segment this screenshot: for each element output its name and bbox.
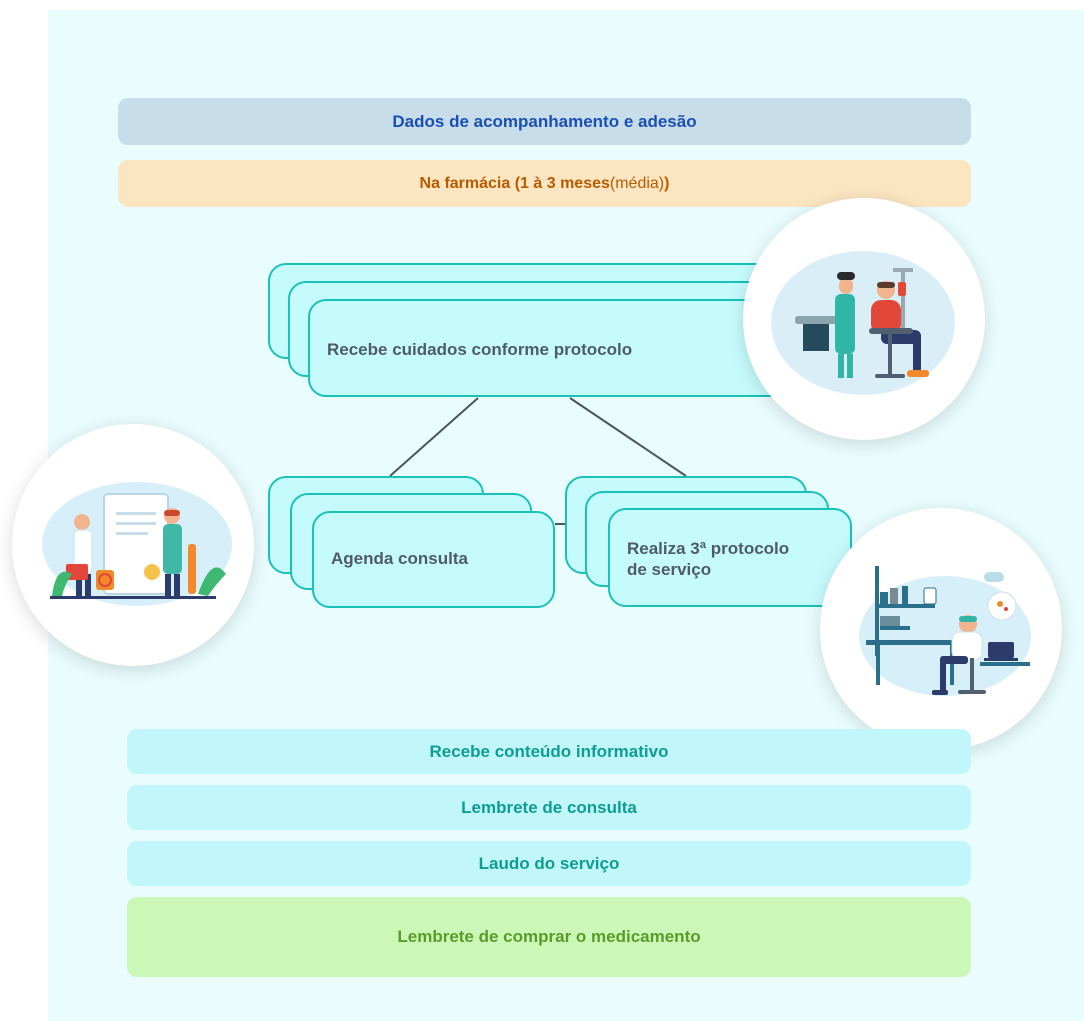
pharmacy-doctors-icon — [42, 482, 232, 606]
title-text: Dados de acompanhamento e adesão — [392, 111, 697, 131]
left-node — [312, 511, 555, 608]
consult-reminder-label: Lembrete de consulta — [461, 797, 637, 817]
service-report-band: Laudo do serviço — [127, 841, 971, 886]
right-node-line2: de serviço — [627, 560, 712, 579]
subtitle-band: Na farmácia (1 à 3 meses (média)) — [118, 160, 971, 207]
root-node — [308, 299, 808, 397]
subtitle-bold: Na farmácia (1 à 3 meses — [419, 174, 610, 192]
lab-icon — [859, 566, 1031, 696]
pharmacy-illustration — [12, 424, 254, 666]
vaccination-illustration — [743, 198, 985, 440]
info-content-label: Recebe conteúdo informativo — [429, 741, 669, 761]
lab-illustration — [820, 508, 1062, 750]
right-node-label: Realiza 3ª protocolo de serviço — [627, 538, 789, 580]
vaccination-icon — [771, 251, 955, 395]
consult-reminder-band: Lembrete de consulta — [127, 785, 971, 830]
medication-reminder-label: Lembrete de comprar o medicamento — [397, 927, 701, 946]
right-node — [608, 508, 852, 607]
left-node-label: Agenda consulta — [331, 549, 468, 568]
medication-reminder-band: Lembrete de comprar o medicamento — [127, 897, 971, 977]
subtitle-close: ) — [664, 174, 670, 192]
info-content-band: Recebe conteúdo informativo — [127, 729, 971, 774]
root-node-label: Recebe cuidados conforme protocolo — [327, 340, 633, 359]
subtitle-light: (média) — [609, 174, 665, 192]
title-band: Dados de acompanhamento e adesão — [118, 98, 971, 145]
service-report-label: Laudo do serviço — [478, 853, 620, 873]
right-node-line1: Realiza 3ª protocolo — [627, 539, 790, 558]
